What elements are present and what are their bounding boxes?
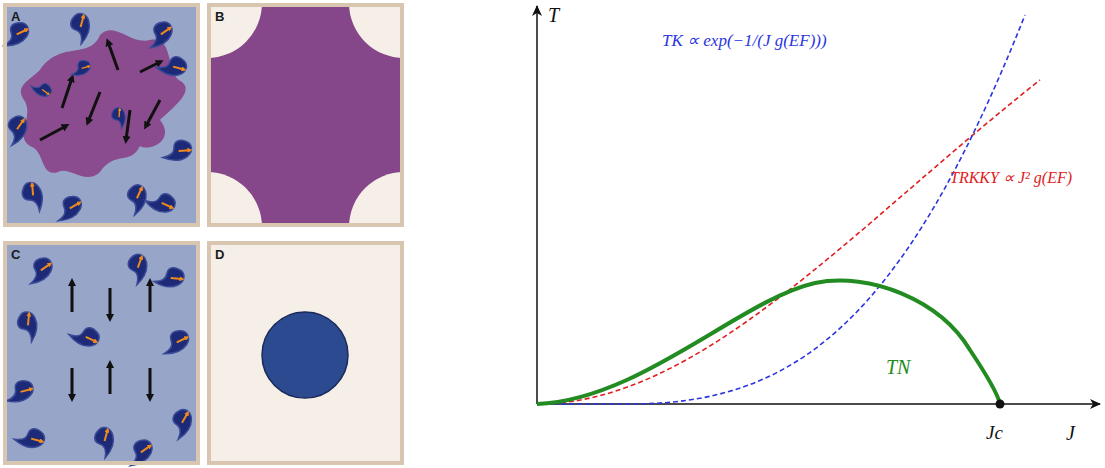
panel-frame: B [207,3,404,227]
illustration-part [18,179,51,211]
illustration-part [108,42,118,70]
illustration-part [156,53,189,83]
panel-c-art [3,241,200,468]
panel-label: B [215,9,224,24]
panel-d-art [207,241,404,465]
illustration-part [67,11,97,44]
illustration-part [150,20,173,51]
illustration-part [109,288,112,318]
illustration-part [149,368,152,398]
illustration-part [537,281,1000,404]
kondo-formula: TK ∝ exp(−1/(J g(EF))) [662,30,827,51]
neel-label: TN [886,356,910,379]
illustration-part [14,425,47,455]
illustration-part [146,100,160,126]
illustration-part [145,191,177,218]
illustration-part [126,110,130,140]
illustration-part [262,312,348,398]
panel-frame: D [207,241,404,465]
illustration-part [163,136,195,169]
illustration-part [3,3,200,227]
illustration-part [91,425,121,458]
illustration-part [109,364,112,394]
illustration-part [71,368,74,398]
illustration-part [171,408,196,440]
illustration-part [349,172,404,227]
panel-b-art [207,3,404,227]
illustration-part [207,3,262,58]
illustration-part [71,282,74,312]
illustration-part [125,183,152,215]
illustration-part [207,3,404,227]
illustration-part [154,264,187,296]
illustration-part [69,325,101,352]
illustration-part [62,78,72,108]
illustration-part [125,252,153,285]
illustration-part [349,3,404,58]
panel-a-art [3,3,200,227]
illustration-part [88,92,100,122]
illustration-part [6,377,36,410]
illustration-part [536,6,538,404]
illustration-part [21,30,186,177]
panel-frame: A [3,3,200,227]
illustration-part [164,328,191,360]
illustration-part [537,80,1040,404]
illustration-part [14,309,46,342]
phase-diagram [537,6,1100,409]
rkky-formula: TRKKY ∝ J² g(EF) [950,168,1072,187]
illustration-part [40,126,66,140]
illustration-part [58,194,83,226]
illustration-part [996,400,1005,409]
panel-label: A [11,9,20,24]
illustration-part [7,115,30,146]
panel-label: C [11,247,20,262]
illustration-part [31,82,52,98]
panel-label: D [215,247,224,262]
illustration-part [72,58,93,81]
illustration-part [537,15,1025,404]
illustration-part [149,282,152,312]
critical-point-label: Jc [986,422,1003,444]
panel-frame: C [3,241,200,465]
illustration-part [4,20,31,52]
illustration-part [3,241,200,465]
illustration-part [109,106,131,129]
illustration-part [207,241,404,465]
axis-label: T [548,4,559,27]
illustration-part [30,256,53,287]
illustration-part [207,172,262,227]
axis-label: J [1066,422,1075,445]
